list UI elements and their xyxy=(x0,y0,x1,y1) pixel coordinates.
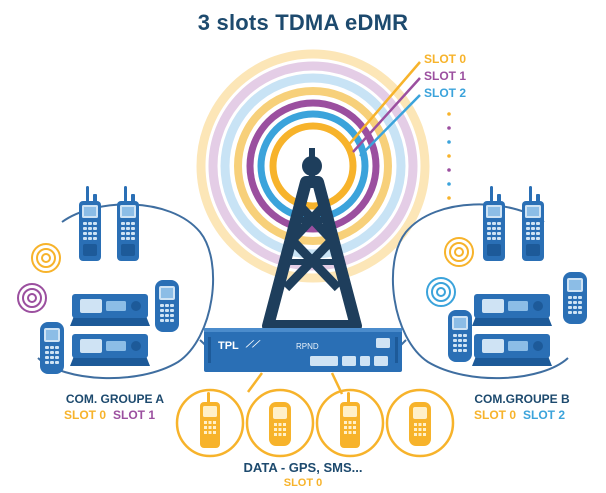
walkie-talkie-icon xyxy=(483,186,505,261)
group-b-slot-second: SLOT 2 xyxy=(523,408,566,422)
repeater-icon: TPL ⟋⟋ RPND xyxy=(204,328,402,372)
walkie-talkie-icon xyxy=(340,392,360,448)
mobile-radio-icon xyxy=(472,294,552,326)
handheld-terminal-icon xyxy=(40,322,64,374)
group-a-slot-second: SLOT 1 xyxy=(113,408,156,422)
data-title: DATA - GPS, SMS... xyxy=(243,460,363,475)
repeater-model: RPND xyxy=(296,342,319,351)
radio-tower-icon xyxy=(262,148,362,332)
group-b-cluster xyxy=(375,186,587,380)
slot-pointer-lines xyxy=(345,61,421,157)
handheld-terminal-icon xyxy=(155,280,179,332)
mobile-radio-icon xyxy=(70,334,150,366)
handheld-terminal-icon xyxy=(269,402,291,446)
group-b-name: COM.GROUPE B xyxy=(474,392,570,406)
handheld-terminal-icon xyxy=(563,272,587,324)
slot-0-ring-icon xyxy=(444,237,474,267)
repeater-brand: TPL xyxy=(218,340,239,352)
legend-slot-1: SLOT 1 xyxy=(424,69,467,83)
mobile-radio-icon xyxy=(70,294,150,326)
group-b-slot-first: SLOT 0 xyxy=(474,408,517,422)
walkie-talkie-icon xyxy=(200,392,220,448)
group-a-name: COM. GROUPE A xyxy=(65,392,165,406)
mobile-radio-icon xyxy=(472,334,552,366)
group-a-slot-first: SLOT 0 xyxy=(64,408,107,422)
group-a-cluster xyxy=(17,186,233,380)
handheld-terminal-icon xyxy=(448,310,472,362)
slot-sequence-dots xyxy=(447,112,451,200)
page-title: 3 slots TDMA eDMR xyxy=(197,10,409,35)
legend-slot-2: SLOT 2 xyxy=(424,86,467,100)
handheld-terminal-icon xyxy=(409,402,431,446)
walkie-talkie-icon xyxy=(79,186,101,261)
legend-slot-0: SLOT 0 xyxy=(424,52,467,66)
slot-1-ring-icon xyxy=(17,283,47,313)
walkie-talkie-icon xyxy=(117,186,139,261)
slot-0-ring-icon xyxy=(31,243,61,273)
data-slot: SLOT 0 xyxy=(283,477,323,489)
slot-2-ring-icon xyxy=(426,277,456,307)
data-devices xyxy=(175,372,455,458)
svg-text:⟋⟋: ⟋⟋ xyxy=(245,339,261,349)
walkie-talkie-icon xyxy=(522,186,544,261)
